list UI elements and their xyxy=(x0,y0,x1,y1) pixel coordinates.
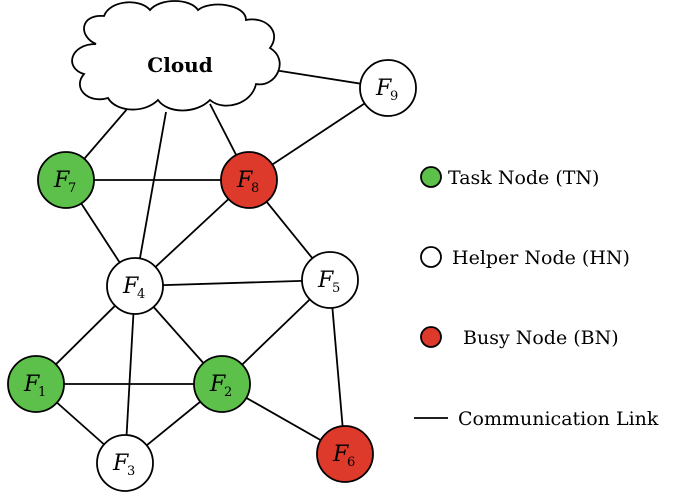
node-f6: F6 xyxy=(316,425,374,483)
node-f2: F2 xyxy=(193,355,251,413)
legend-helper-label: Helper Node (HN) xyxy=(452,247,630,269)
node-label-f8: F xyxy=(236,168,253,193)
node-subscript-f1: 1 xyxy=(38,385,46,400)
node-subscript-f7: 7 xyxy=(68,181,76,196)
cloud-shape: Cloud xyxy=(71,0,281,112)
legend-busy-label: Busy Node (BN) xyxy=(463,327,619,349)
node-label-f4: F xyxy=(122,274,139,299)
legend-busy-swatch xyxy=(420,326,442,348)
node-label-f6: F xyxy=(332,442,349,467)
node-f7: F7 xyxy=(37,151,95,209)
legend: Task Node (TN) Helper Node (HN) Busy Nod… xyxy=(414,166,659,430)
link-f4-f5 xyxy=(134,279,331,287)
node-circle-f4 xyxy=(106,257,164,315)
node-label-f1: F xyxy=(23,372,40,397)
node-label-f3: F xyxy=(112,451,129,476)
legend-task-label: Task Node (TN) xyxy=(448,167,599,189)
node-f4: F4 xyxy=(106,257,164,315)
legend-helper-swatch xyxy=(420,246,442,268)
node-label-f2: F xyxy=(209,372,226,397)
node-subscript-f9: 9 xyxy=(390,89,398,104)
node-subscript-f4: 4 xyxy=(137,287,145,302)
node-label-f7: F xyxy=(53,168,70,193)
node-subscript-f5: 5 xyxy=(332,281,340,296)
node-subscript-f2: 2 xyxy=(224,385,232,400)
node-f1: F1 xyxy=(7,355,65,413)
node-circle-f7 xyxy=(37,151,95,209)
node-f8: F8 xyxy=(220,151,278,209)
cloud-label: Cloud xyxy=(147,53,212,77)
node-circle-f3 xyxy=(96,434,154,492)
node-subscript-f8: 8 xyxy=(251,181,259,196)
legend-task-swatch xyxy=(420,166,442,188)
node-circle-f1 xyxy=(7,355,65,413)
node-label-f9: F xyxy=(375,76,392,101)
legend-link-label: Communication Link xyxy=(458,408,659,430)
node-f5: F5 xyxy=(301,251,359,309)
node-subscript-f6: 6 xyxy=(347,455,355,470)
link-cloud-f4 xyxy=(134,111,167,287)
node-circle-f5 xyxy=(301,251,359,309)
node-f3: F3 xyxy=(96,434,154,492)
node-circle-f2 xyxy=(193,355,251,413)
node-f9: F9 xyxy=(359,59,417,117)
node-circle-f9 xyxy=(359,59,417,117)
link-f4-f3 xyxy=(124,285,136,464)
node-label-f5: F xyxy=(317,268,334,293)
node-subscript-f3: 3 xyxy=(127,464,135,479)
node-circle-f8 xyxy=(220,151,278,209)
node-circle-f6 xyxy=(316,425,374,483)
link-f5-f6 xyxy=(329,279,346,455)
